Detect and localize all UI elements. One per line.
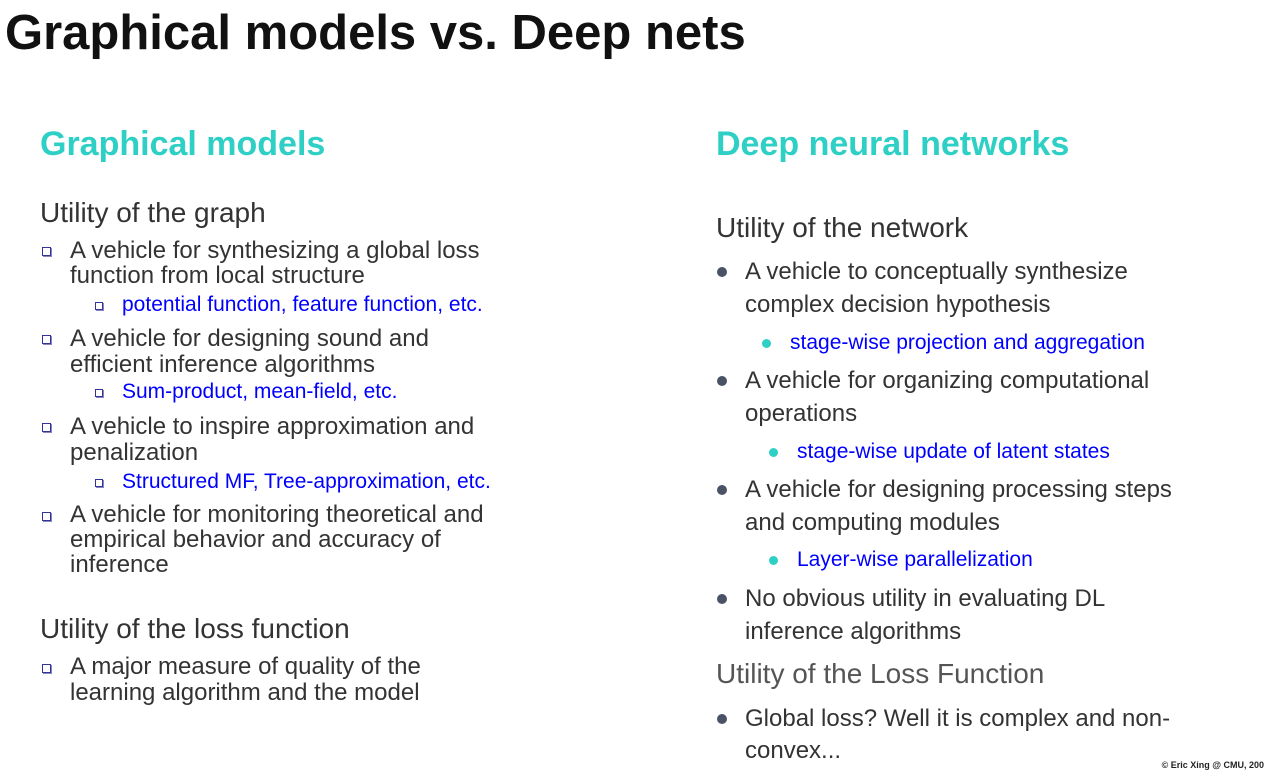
right-item-4-line-1: No obvious utility in evaluating DL [745,585,1106,612]
right-heading: Deep neural networks [716,125,1070,163]
right-item-2-line-1: A vehicle for organizing computational [745,367,1150,394]
square-bullet-icon [42,512,51,521]
left-item-1-line-2: function from local structure [70,262,365,289]
left-item-5-line-1: A major measure of quality of the [70,653,421,680]
left-item-3-line-2: penalization [70,439,199,466]
left-item-1-line-1: A vehicle for synthesizing a global loss [70,237,480,264]
right-item-3-sub: Layer-wise parallelization [797,548,1033,571]
right-item-1-line-2: complex decision hypothesis [745,291,1051,318]
left-section-graph: Utility of the graph [40,197,266,228]
bullet-dot-icon [769,556,778,565]
left-item-3-line-1: A vehicle to inspire approximation and [70,413,475,440]
square-bullet-icon [42,423,51,432]
right-item-1-line-1: A vehicle to conceptually synthesize [745,258,1128,285]
left-item-3-sub: Structured MF, Tree-approximation, etc. [122,470,491,493]
bullet-dot-icon [717,376,727,386]
right-section-network: Utility of the network [716,212,969,243]
left-item-2-line-1: A vehicle for designing sound and [70,325,429,352]
left-item-2-line-2: efficient inference algorithms [70,351,376,378]
bullet-dot-icon [769,448,778,457]
left-item-4-line-3: inference [70,551,169,578]
bullet-dot-icon [717,594,727,604]
square-bullet-icon [42,247,51,256]
square-bullet-icon [95,479,103,487]
left-heading: Graphical models [40,125,326,163]
right-section-loss: Utility of the Loss Function [716,658,1045,689]
right-item-1-sub: stage-wise projection and aggregation [790,331,1145,354]
copyright-footer: © Eric Xing @ CMU, 200 [1161,760,1264,770]
right-item-5-line-2: convex... [745,737,842,764]
bullet-dot-icon [717,267,727,277]
left-item-1-sub: potential function, feature function, et… [122,293,483,316]
left-item-5-line-2: learning algorithm and the model [70,679,420,706]
left-item-4-line-2: empirical behavior and accuracy of [70,526,441,553]
square-bullet-icon [95,302,103,310]
left-item-4-line-1: A vehicle for monitoring theoretical and [70,501,484,528]
bullet-dot-icon [717,714,727,724]
bullet-dot-icon [762,339,771,348]
square-bullet-icon [42,335,51,344]
right-item-3-line-1: A vehicle for designing processing steps [745,476,1172,503]
right-item-2-sub: stage-wise update of latent states [797,440,1110,463]
square-bullet-icon [42,664,51,673]
right-item-5-line-1: Global loss? Well it is complex and non- [745,705,1171,732]
left-item-2-sub: Sum-product, mean-field, etc. [122,380,398,403]
slide-title: Graphical models vs. Deep nets [5,6,746,60]
right-item-2-line-2: operations [745,400,858,427]
right-item-3-line-2: and computing modules [745,509,1000,536]
bullet-dot-icon [717,485,727,495]
right-item-4-line-2: inference algorithms [745,618,962,645]
square-bullet-icon [95,389,103,397]
left-section-loss: Utility of the loss function [40,613,350,644]
